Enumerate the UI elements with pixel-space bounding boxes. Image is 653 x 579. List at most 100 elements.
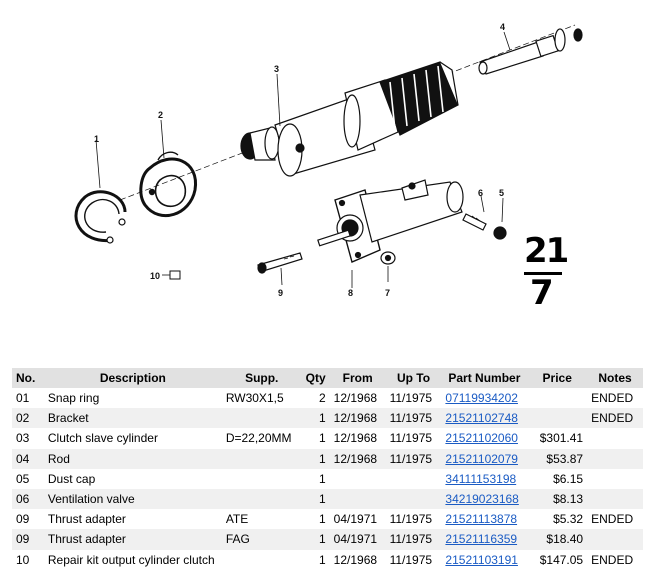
cell-price: $8.13 [527,488,588,510]
cell-description: Snap ring [47,391,100,406]
part-number-link[interactable]: 34219023168 [445,492,519,507]
cylinder-body-drawing [317,179,464,288]
part-number-link[interactable]: 34111153198 [445,471,517,486]
callout-5: 5 [499,188,504,198]
cell-no: 10 [16,552,30,567]
parts-diagram: 1 2 3 4 5 6 7 8 9 10 [74,22,583,298]
header-no: No. [12,368,44,388]
cell-no: 02 [12,408,44,429]
cell-supp [222,550,302,570]
repair-kit-drawing [162,270,181,280]
table-header-row: No. Description Supp. Qty From Up To Par… [12,368,643,388]
cell-supp: D=22,20MM [225,431,292,446]
callout-3: 3 [274,64,279,74]
cell-from: 12/1968 [329,448,386,469]
part-number-link[interactable]: 21521102748 [445,411,518,426]
callout-4: 4 [500,22,505,32]
dust-cap-drawing [493,197,507,240]
callout-8: 8 [348,288,353,298]
cell-no: 09 [12,529,44,550]
cell-supp: FAG [221,529,302,550]
cell-from: 12/1968 [333,391,378,406]
cell-from [330,469,386,489]
cell-from: 12/1968 [329,408,386,429]
cell-qty: 1 [318,471,326,486]
thrust-adapter-drawing [257,252,303,286]
part-number-link[interactable]: 21521116359 [445,532,518,547]
rod-drawing [478,28,583,75]
cell-upto: 11/1975 [385,448,442,469]
callout-1: 1 [94,134,99,144]
cell-description: Bracket [43,408,222,429]
cell-part-number: 21521113878 [441,509,527,529]
group-number-mark: 21 7 [520,232,580,312]
cell-qty: 1 [301,488,330,510]
cell-supp [222,469,302,489]
cell-notes: ENDED [591,512,634,527]
cell-from: 04/1971 [329,529,386,550]
cell-supp [221,408,302,429]
cell-part-number: 21521102060 [441,428,527,448]
cell-upto: 11/1975 [389,391,433,406]
cell-upto: 11/1975 [389,431,433,446]
callout-9: 9 [278,288,283,298]
cell-price: $147.05 [539,552,584,567]
cell-price: $5.32 [553,512,584,527]
cell-part-number: 21521116359 [441,529,528,550]
cell-description: Ventilation valve [43,488,222,510]
group-number-divider [524,272,562,275]
part-number-link[interactable]: 21521103191 [445,552,518,567]
header-price: Price [527,368,588,388]
cell-from [329,488,386,510]
cell-no: 05 [16,471,30,486]
cell-no: 04 [12,448,44,469]
cell-upto: 11/1975 [389,512,433,527]
part-number-link[interactable]: 21521102060 [445,431,518,446]
cell-supp [221,448,302,469]
cell-part-number: 21521103191 [441,550,527,570]
cell-no: 01 [16,391,30,406]
cell-price: $53.87 [527,448,588,469]
cell-from: 12/1968 [333,431,378,446]
part-number-link[interactable]: 21521113878 [445,512,518,527]
cell-upto [386,469,442,489]
header-part-number: Part Number [441,368,528,388]
cell-no: 09 [16,512,30,527]
table-row: 05 Dust cap 1 34111153198 $6.15 [12,469,643,489]
part-number-link[interactable]: 07119934202 [445,391,518,406]
cell-no: 03 [16,431,30,446]
cell-notes: ENDED [587,408,643,429]
cell-qty: 1 [318,552,326,567]
cell-notes [587,488,643,510]
slave-cylinder-drawing [240,61,459,177]
part-number-link[interactable]: 21521102079 [445,451,518,466]
header-description: Description [43,368,222,388]
header-notes: Notes [587,368,643,388]
cell-price: $18.40 [527,529,588,550]
header-qty: Qty [301,368,330,388]
cell-supp [221,488,302,510]
cell-price: $6.15 [553,471,584,486]
cell-qty: 2 [318,391,326,406]
cell-upto: 11/1975 [389,552,433,567]
cell-description: Repair kit output cylinder clutch [47,552,215,567]
cell-from: 04/1971 [333,512,378,527]
cell-description: Dust cap [47,471,96,486]
nut-drawing [380,251,396,282]
cell-qty: 1 [318,431,326,446]
header-from: From [329,368,386,388]
callout-2: 2 [158,110,163,120]
cell-upto: 11/1975 [385,408,442,429]
header-upto: Up To [385,368,442,388]
cell-part-number: 07119934202 [441,388,527,408]
cell-notes: ENDED [591,391,634,406]
cell-notes [587,428,643,448]
cell-upto: 11/1975 [385,529,442,550]
